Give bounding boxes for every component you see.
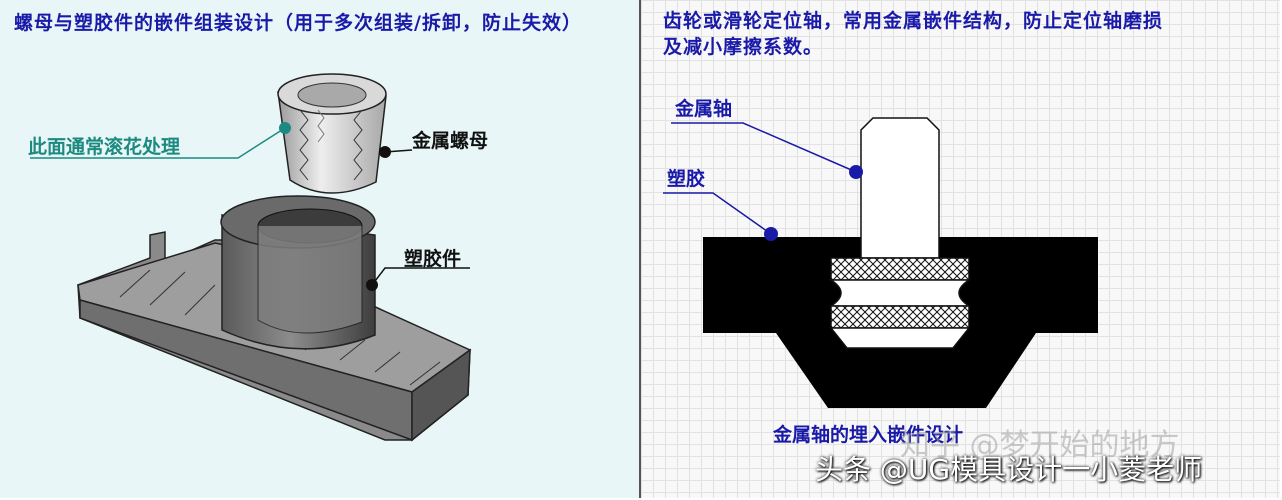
nut-insert-illustration xyxy=(30,73,472,442)
leader-plastic xyxy=(663,192,778,241)
label-plastic: 塑胶 xyxy=(667,168,706,190)
metal-nut xyxy=(277,73,387,194)
left-caption: 螺母与塑胶件的嵌件组装设计（用于多次组装/拆卸，防止失效） xyxy=(14,12,582,34)
panel-divider xyxy=(639,0,641,498)
leader-knurl xyxy=(30,122,291,159)
watermark-zhihu: 知乎 @梦开始的地方 xyxy=(900,428,1180,463)
right-caption: 齿轮或滑轮定位轴，常用金属嵌件结构，防止定位轴磨损及减小摩擦系数。 xyxy=(663,10,1164,58)
right-panel: 齿轮或滑轮定位轴，常用金属嵌件结构，防止定位轴磨损及减小摩擦系数。 xyxy=(641,0,1280,498)
leader-plastic-part xyxy=(366,267,470,291)
left-panel: 螺母与塑胶件的嵌件组装设计（用于多次组装/拆卸，防止失效） xyxy=(0,0,640,498)
watermark-toutiao: 头条 @UG模具设计一小菱老师 xyxy=(815,453,1203,486)
label-plastic-part: 塑胶件 xyxy=(404,248,462,270)
metal-shaft xyxy=(828,117,972,349)
shaft-insert-cross-section xyxy=(663,117,1098,408)
label-metal-nut: 金属螺母 xyxy=(412,130,489,152)
leader-metal-shaft xyxy=(671,122,863,179)
leader-metal-nut xyxy=(379,146,413,158)
footer-caption: 金属轴的埋入嵌件设计 xyxy=(773,424,964,446)
plastic-boss xyxy=(220,195,376,350)
label-knurl-surface: 此面通常滚花处理 xyxy=(28,136,181,158)
label-metal-shaft: 金属轴 xyxy=(675,98,733,120)
